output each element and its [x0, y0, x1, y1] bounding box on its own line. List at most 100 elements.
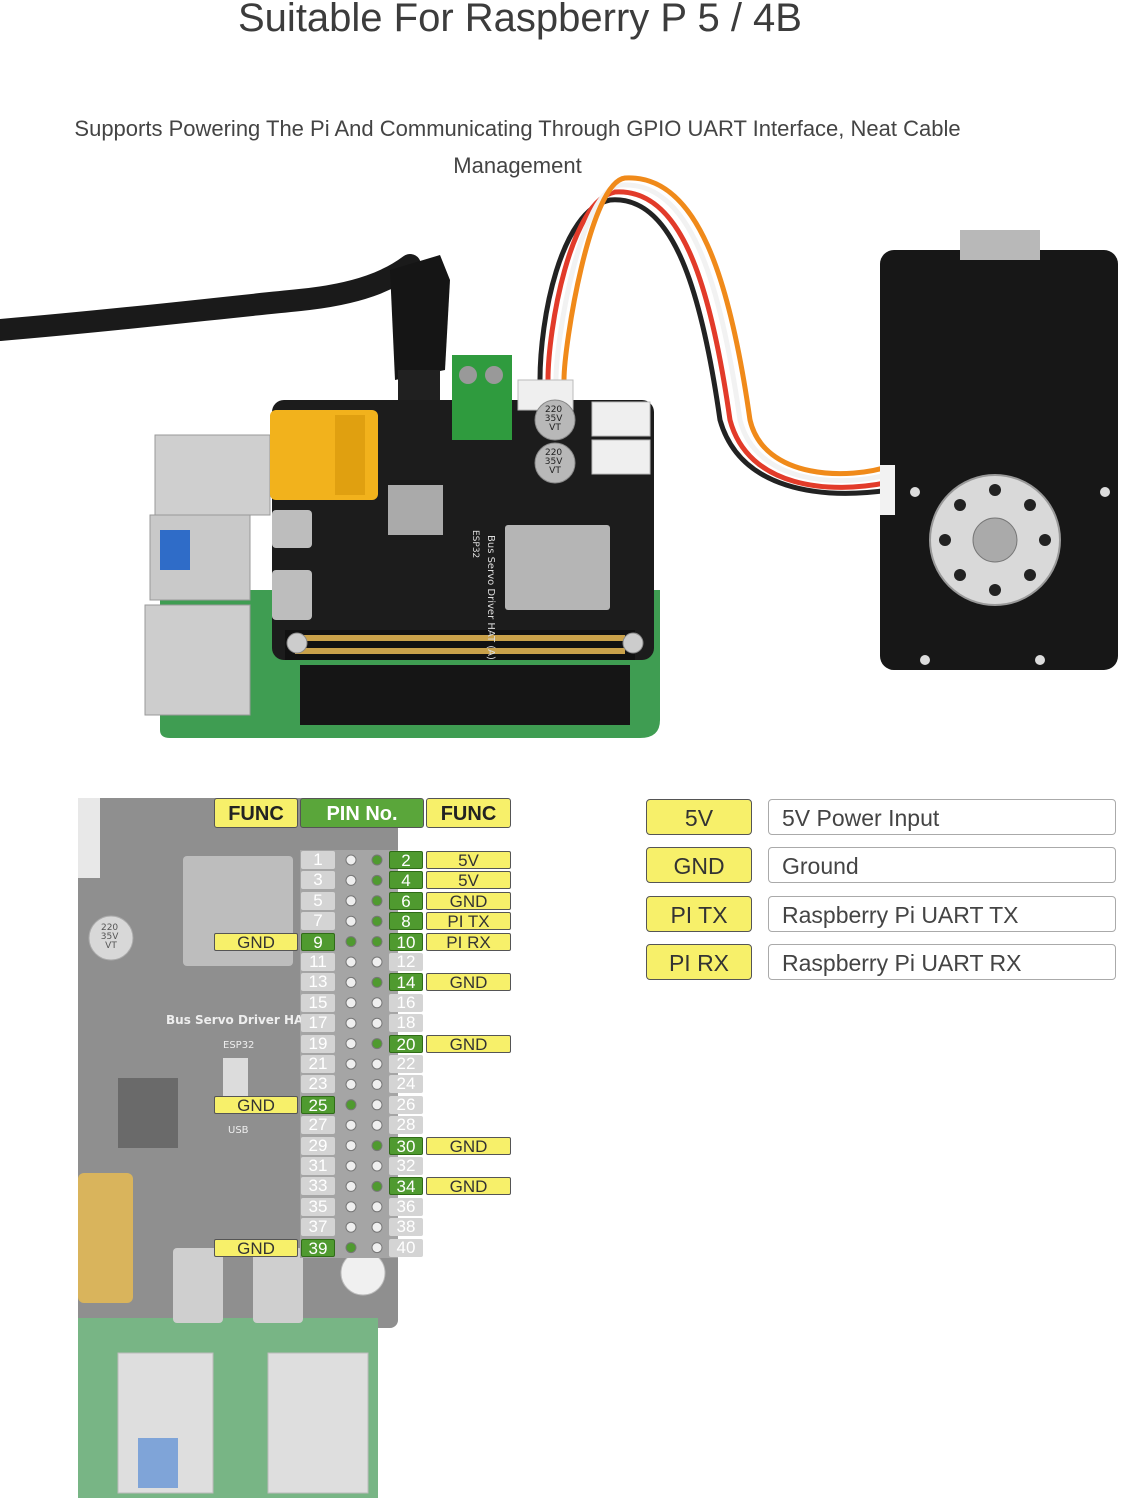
svg-text:220 35V VT: 220 35V VT	[101, 923, 121, 951]
func-label-pin-2: 5V	[426, 851, 511, 869]
header-pin-number: PIN No.	[300, 798, 424, 828]
pin-hole-38	[371, 1221, 383, 1233]
pin-34: 34	[389, 1177, 423, 1196]
pin-hole-8	[371, 915, 383, 927]
pin-hole-9	[345, 936, 357, 948]
pin-hole-4	[371, 874, 383, 886]
pin-22: 22	[389, 1055, 423, 1073]
product-photo: 220 35V VT 220 35V VT Bus Servo Driver H…	[0, 175, 1118, 738]
pin-hole-12	[371, 956, 383, 968]
pin-4: 4	[389, 871, 423, 890]
pin-11: 11	[301, 953, 335, 971]
usb-c-port-1	[272, 510, 312, 548]
page-title: Suitable For Raspberry P 5 / 4B	[238, 0, 802, 40]
func-label-pin-39: GND	[214, 1238, 298, 1257]
capacitor-1	[534, 399, 576, 441]
pin-14: 14	[389, 973, 423, 992]
pin-hole-21	[345, 1058, 357, 1070]
legend-key-gnd: GND	[646, 847, 752, 883]
func-label-pin-4: 5V	[426, 871, 511, 890]
servo-body	[880, 250, 1118, 670]
pin-hole-20	[371, 1038, 383, 1050]
terminal-block	[452, 355, 512, 440]
svg-text:220 35V VT: 220 35V VT	[545, 448, 565, 476]
pin-19: 19	[301, 1034, 335, 1053]
pin-hole-23	[345, 1078, 357, 1090]
legend-desc-pi-tx: Raspberry Pi UART TX	[768, 896, 1116, 932]
pin-37: 37	[301, 1218, 335, 1237]
legend-key-5v: 5V	[646, 799, 752, 835]
legend-desc-gnd: Ground	[768, 847, 1116, 883]
pin-15: 15	[301, 993, 335, 1012]
pin-39: 39	[301, 1238, 335, 1257]
pin-16: 16	[389, 993, 423, 1012]
func-label-pin-14: GND	[426, 973, 511, 992]
pin-35: 35	[301, 1197, 335, 1216]
func-label-pin-10: PI RX	[426, 932, 511, 951]
pin-hole-6	[371, 895, 383, 907]
usb-port-2	[144, 604, 251, 716]
legend-key-pi-rx: PI RX	[646, 944, 752, 980]
legend-key-pi-tx: PI TX	[646, 896, 752, 932]
usb-c-port-2	[272, 570, 312, 620]
pin-hole-37	[345, 1221, 357, 1233]
pin-hole-33	[345, 1180, 357, 1192]
diagram-chip-label: ESP32	[223, 1040, 254, 1051]
header-func-right: FUNC	[426, 798, 511, 828]
pin-31: 31	[301, 1157, 335, 1175]
pin-hole-25	[345, 1099, 357, 1111]
pin-26: 26	[389, 1095, 423, 1114]
servo-wire-black	[537, 197, 891, 496]
diagram-cap-line3: VT	[105, 941, 117, 951]
gpio-pin-holes	[345, 854, 383, 1254]
pin-hole-29	[345, 1140, 357, 1152]
pin-hole-35	[345, 1201, 357, 1213]
pin-20: 20	[389, 1034, 423, 1053]
pin-8: 8	[389, 912, 423, 931]
esp32-module	[505, 525, 610, 610]
diagram-cap-line1: 220	[101, 923, 118, 933]
pin-hole-7	[345, 915, 357, 927]
diagram-board-label: Bus Servo Driver HAT	[166, 1013, 311, 1027]
pin-hole-11	[345, 956, 357, 968]
pin-9: 9	[301, 932, 335, 951]
pin-36: 36	[389, 1197, 423, 1216]
power-cable	[0, 254, 421, 341]
page-subtitle: Supports Powering The Pi And Communicati…	[74, 116, 961, 178]
pin-33: 33	[301, 1177, 335, 1196]
pin-hole-26	[371, 1099, 383, 1111]
header-func-left: FUNC	[214, 798, 298, 828]
pin-1: 1	[301, 851, 335, 869]
func-label-pin-34: GND	[426, 1177, 511, 1196]
func-label-pin-8: PI TX	[426, 912, 511, 931]
pin-12: 12	[389, 953, 423, 971]
func-label-pin-9: GND	[214, 932, 298, 951]
pin-hole-10	[371, 936, 383, 948]
pin-28: 28	[389, 1116, 423, 1135]
pin-hole-14	[371, 976, 383, 988]
pin-38: 38	[389, 1218, 423, 1237]
pin-24: 24	[389, 1075, 423, 1094]
chip-label-photo: ESP32	[470, 530, 480, 558]
pin-hole-27	[345, 1119, 357, 1131]
pin-hole-3	[345, 874, 357, 886]
cap1-line3: VT	[549, 423, 561, 433]
mounting-screw-1	[286, 632, 308, 654]
pin-30: 30	[389, 1136, 423, 1155]
diagram-usb-label: USB	[228, 1125, 249, 1136]
pin-17: 17	[301, 1014, 335, 1033]
pin-3: 3	[301, 871, 335, 890]
pin-hole-13	[345, 976, 357, 988]
pin-hole-24	[371, 1078, 383, 1090]
servo-header-1	[591, 401, 651, 437]
legend-desc-pi-rx: Raspberry Pi UART RX	[768, 944, 1116, 980]
ethernet-port	[154, 434, 271, 516]
pin-7: 7	[301, 912, 335, 931]
func-label-pin-6: GND	[426, 891, 511, 910]
pin-25: 25	[301, 1095, 335, 1114]
pin-hole-40	[371, 1242, 383, 1254]
servo-wire-orange	[561, 175, 891, 477]
pin-hole-39	[345, 1242, 357, 1254]
svg-text:220 35V VT: 220 35V VT	[545, 405, 565, 433]
pin-23: 23	[301, 1075, 335, 1094]
